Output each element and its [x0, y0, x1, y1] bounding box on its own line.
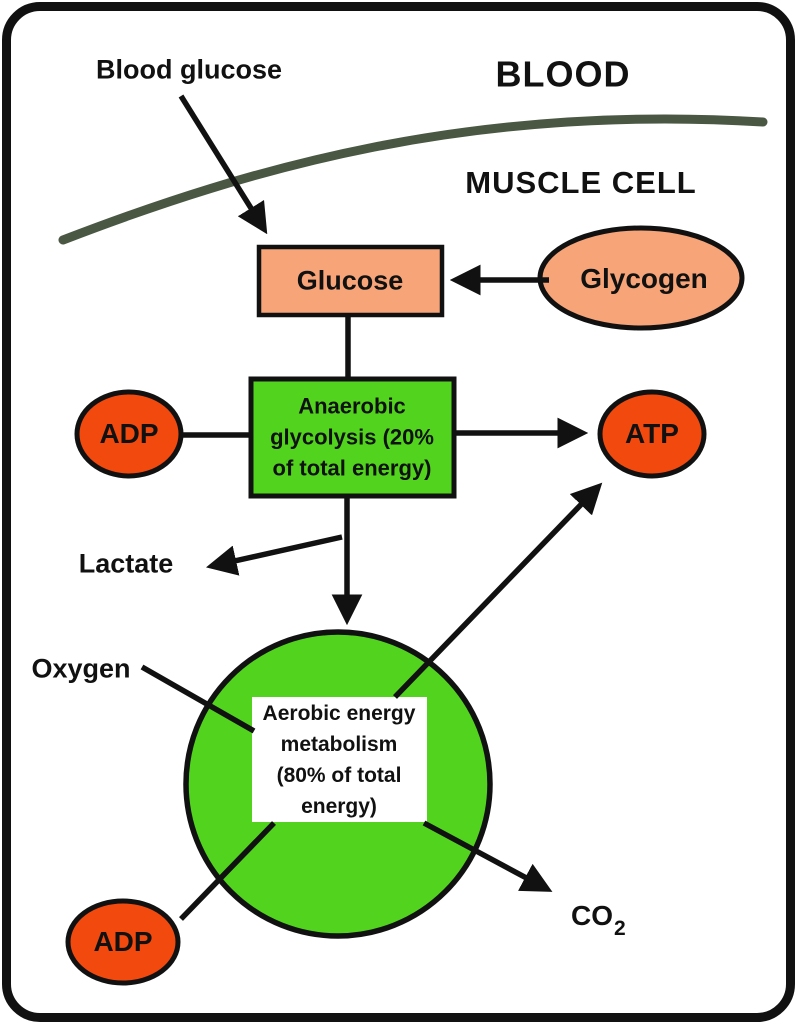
blood-glucose-label: Blood glucose: [95, 54, 283, 85]
aerobic-line-2: metabolism: [280, 733, 398, 756]
arrow-aerobic-to-co2: [422, 820, 553, 892]
line-adp-bottom-to-aerobic: [179, 821, 276, 921]
aerobic-line-3: (80% of total: [276, 764, 402, 787]
atp-ellipse: [597, 389, 707, 479]
adp-bottom-ellipse: [65, 898, 181, 986]
anaerobic-glycolysis-label: Anaerobic glycolysis (20% of total energ…: [270, 391, 434, 484]
aerobic-line-1: Aerobic energy: [262, 702, 416, 725]
co2-label: CO2: [571, 900, 626, 940]
anaerobic-glycolysis-box: [248, 376, 457, 499]
anaerobic-line-1: Anaerobic: [298, 393, 406, 419]
glucose-label: Glucose: [296, 265, 404, 296]
atp-label: ATP: [625, 417, 679, 449]
arrow-blood-glucose-to-glucose: [178, 94, 268, 235]
cell-membrane-curve: [58, 114, 768, 245]
co2-subscript: 2: [614, 917, 626, 940]
adp-left-label: ADP: [99, 417, 159, 449]
anaerobic-line-2: glycolysis (20%: [270, 424, 434, 450]
anaerobic-line-3: of total energy): [272, 455, 432, 481]
lactate-label: Lactate: [78, 548, 174, 579]
aerobic-line-4: energy): [301, 795, 377, 818]
line-oxygen-to-aerobic: [140, 664, 256, 734]
aerobic-label-box: [252, 697, 427, 822]
glucose-box: [256, 244, 445, 318]
blood-compartment-label: BLOOD: [495, 53, 631, 95]
adp-bottom-label: ADP: [93, 925, 153, 957]
glycogen-label: Glycogen: [580, 262, 708, 294]
oxygen-label: Oxygen: [31, 653, 131, 684]
aerobic-metabolism-label: Aerobic energy metabolism (80% of total …: [263, 698, 416, 822]
arrow-aerobic-to-atp: [393, 482, 603, 699]
arrow-to-lactate: [205, 534, 343, 576]
co2-base: CO: [571, 900, 613, 931]
muscle-cell-compartment-label: MUSCLE CELL: [465, 165, 697, 201]
